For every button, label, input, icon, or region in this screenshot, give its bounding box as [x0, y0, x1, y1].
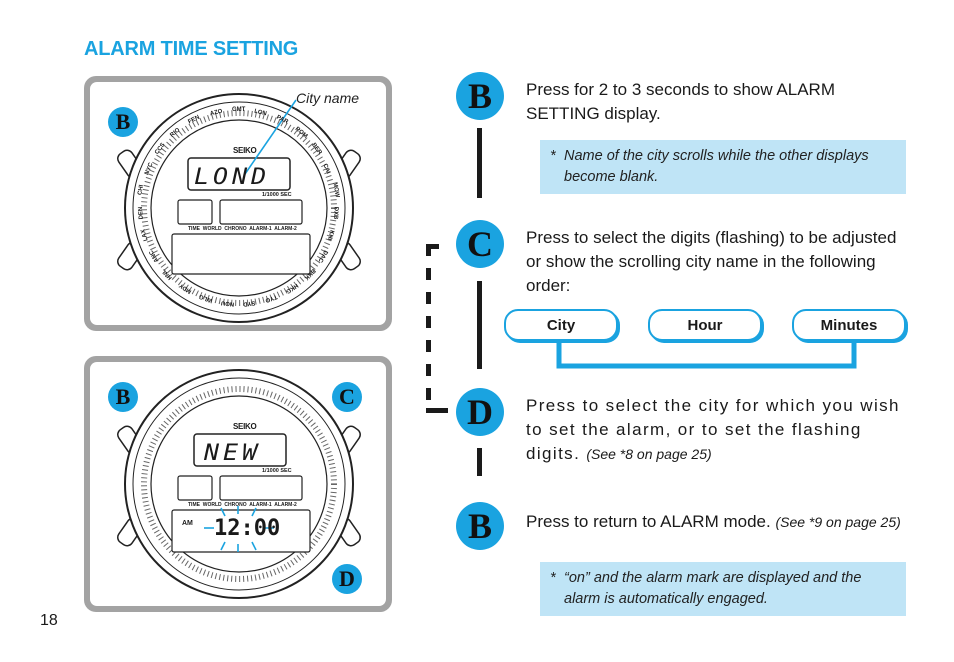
- step4-text: Press to return to ALARM mode. (See *9 o…: [526, 512, 901, 531]
- dash-segment: [426, 316, 431, 328]
- note-city-scroll: * Name of the city scrolls while the oth…: [540, 140, 906, 194]
- step1-b-icon: B: [456, 72, 504, 120]
- watch-mode-labels: TIME WORLD CHRONO ALARM-1 ALARM-2: [188, 226, 297, 232]
- watch-mode-labels: TIME WORLD CHRONO ALARM-1 ALARM-2: [188, 502, 297, 508]
- dash-segment: [426, 268, 431, 280]
- bezel-city-code: DXB: [331, 206, 339, 220]
- note-alarm-engaged: * “on” and the alarm mark are displayed …: [540, 562, 906, 616]
- step2-c-icon: C: [456, 220, 504, 268]
- watch-lcd-new: NEW: [204, 439, 262, 466]
- watch-illustration: [117, 369, 361, 599]
- button-c-label: C: [332, 382, 362, 412]
- watch-brand: SEIKO: [233, 146, 257, 155]
- sequence-hour: Hour: [648, 309, 762, 341]
- city-name-caption: City name: [296, 90, 360, 106]
- dash-corner-top: [426, 244, 439, 249]
- dash-segment: [426, 292, 431, 304]
- page-title: ALARM TIME SETTING: [84, 38, 299, 60]
- step2-text: Press to select the digits (flashing) to…: [526, 228, 897, 295]
- button-d-label: D: [332, 564, 362, 594]
- dash-segment: [426, 364, 431, 376]
- watch-ticker: 1/1000 SEC: [262, 192, 292, 198]
- step3-page-reference: (See *8 on page 25): [586, 446, 712, 462]
- watch-am-indicator: AM: [182, 520, 193, 527]
- button-b-label: B: [108, 382, 138, 412]
- bezel-city-code: DEN: [138, 206, 145, 220]
- step3-text: Press to select the city for which you w…: [526, 396, 900, 463]
- sequence-city: City: [504, 309, 618, 341]
- watch-alarm-time: 12:00: [214, 516, 281, 541]
- step4-b-icon: B: [456, 502, 504, 550]
- dash-segment: [426, 388, 431, 400]
- figure-watch-city: B City name SEIKO LOND 1/1000 SEC TIME W…: [84, 76, 392, 331]
- sequence-minutes: Minutes: [792, 309, 906, 341]
- button-b-label: B: [108, 107, 138, 137]
- dash-corner-bottom: [426, 408, 448, 413]
- watch-lcd-city: LOND: [194, 163, 271, 190]
- page-number: 18: [40, 612, 58, 629]
- flow-line: [477, 281, 482, 369]
- dash-segment: [426, 340, 431, 352]
- step4-page-reference: (See *9 on page 25): [775, 514, 901, 530]
- watch-brand: SEIKO: [233, 422, 257, 431]
- flow-line: [477, 128, 482, 198]
- figure-watch-alarm: B C D: [84, 356, 392, 612]
- bezel-city-code: GMT: [232, 107, 246, 113]
- watch-ticker: 1/1000 SEC: [262, 468, 292, 474]
- step3-d-icon: D: [456, 388, 504, 436]
- dash-segment: [426, 244, 431, 256]
- watch-illustration: [117, 93, 361, 323]
- step1-text: Press for 2 to 3 seconds to show ALARM S…: [526, 80, 835, 123]
- flow-line: [477, 448, 482, 476]
